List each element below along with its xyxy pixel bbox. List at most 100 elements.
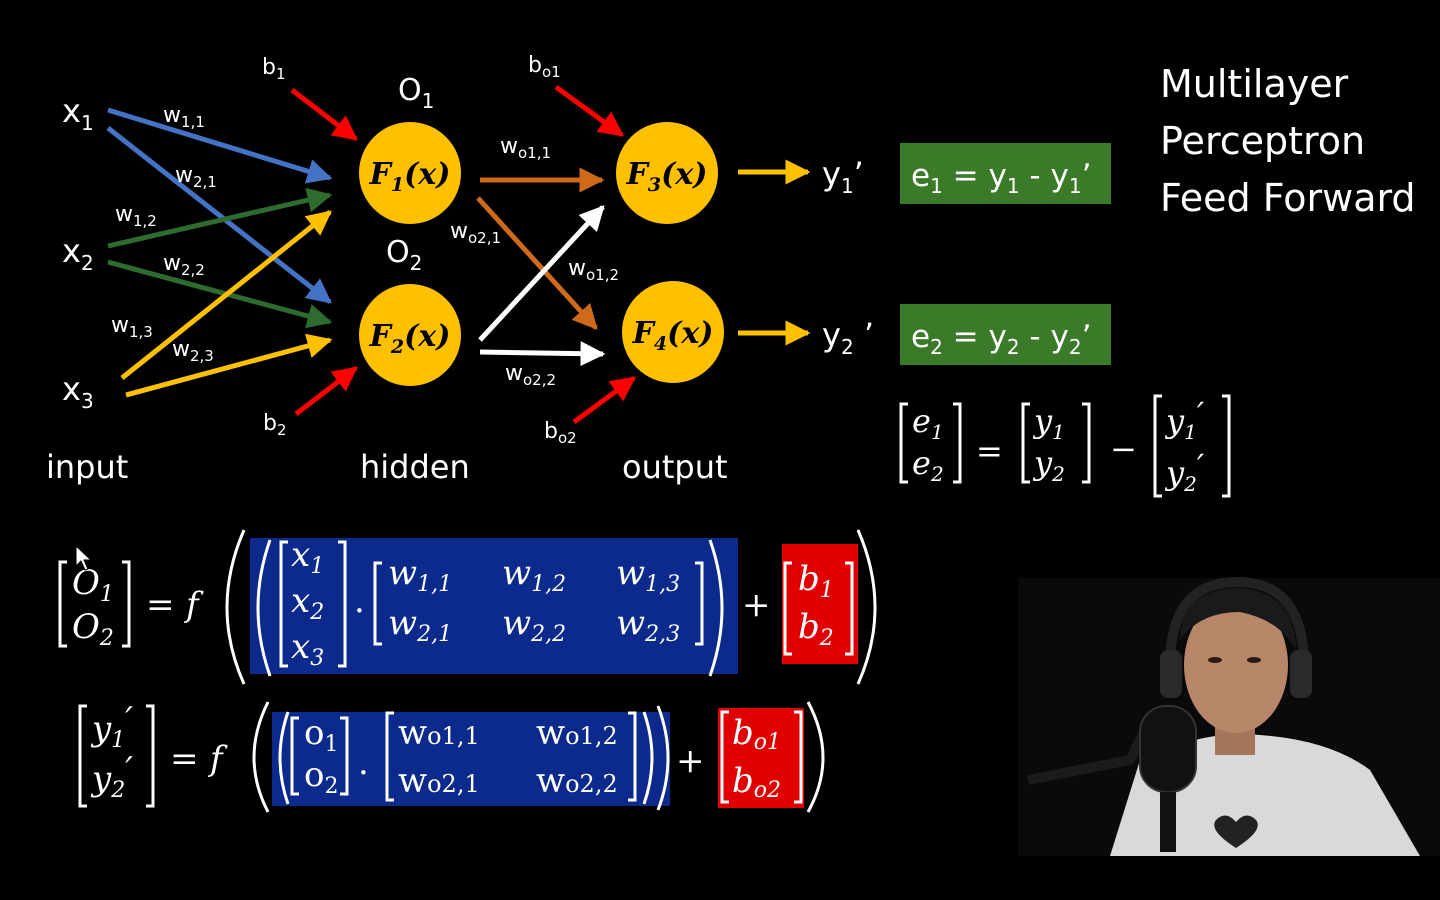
edge-bo1 [554,84,625,138]
weight-w22: w2,2 [163,251,205,279]
edge-w12 [107,187,333,249]
svg-text:y2: y2 [1032,444,1065,486]
edge-wo12 [478,205,605,342]
slide-title: Multilayer Perceptron Feed Forward [1160,62,1416,220]
input-x3: x3 [62,370,94,413]
error-box-2: e2 = y2 - y2’ [900,304,1111,365]
headphones [1164,576,1310,673]
svg-text:f: f [207,739,228,779]
network-neurons: F1(x) F2(x) F3(x) F4(x) [359,122,724,386]
svg-text:w2,1: w2,1 [388,603,452,647]
equation-hidden: O1 O2 = f x1 x2 x3 . w1,1 w1,2 w1,3 w2,1… [58,529,877,685]
svg-text:x2: x2 [291,581,324,625]
svg-text:w1,3: w1,3 [616,553,680,597]
output-y2-label: y2 ’ [822,316,874,359]
edge-wo21 [476,196,598,330]
svg-text:bo1: bo1 [732,713,781,755]
presenter-webcam [1018,576,1440,856]
bias-b1-label: b1 [262,55,286,83]
eq2-bias-box [718,708,804,808]
network-labels: x1 x2 x3 O1 O2 w1,1 w2,1 w1,2 w2,2 w1,3 … [46,53,874,486]
svg-text:wo2,1: wo2,1 [398,761,480,801]
svg-text:w1,1: w1,1 [388,553,452,597]
hidden-o2-label: O2 [386,235,422,275]
weight-w13: w1,3 [111,313,153,341]
svg-text:O2: O2 [72,607,114,651]
hidden-o1-label: O1 [398,73,434,113]
edge-bo2 [572,375,637,425]
svg-text:x1: x1 [291,535,324,579]
svg-text:o1: o1 [304,713,338,757]
svg-text:+: + [676,741,705,781]
svg-text:b1: b1 [798,559,834,603]
svg-text:F1(x): F1(x) [369,157,451,196]
bias-bo2-label: bo2 [544,419,577,447]
error-box-1: e1 = y1 - y1’ [900,143,1111,204]
weight-wo21: wo2,1 [450,219,501,247]
svg-text:y2′: y2′ [90,750,133,803]
edge-b1 [290,88,358,141]
output-y1-label: y1’ [822,155,864,198]
neuron-f4: F4(x) [622,281,724,383]
svg-text:F3(x): F3(x) [626,157,708,196]
input-x1: x1 [62,92,94,135]
svg-text:b2: b2 [798,607,834,651]
weight-wo12: wo1,2 [568,256,619,284]
bias-bo1-label: bo1 [528,53,561,81]
svg-text:−: − [1110,430,1137,468]
title-line-3: Feed Forward [1160,176,1416,220]
svg-text:y1′: y1′ [90,700,133,753]
title-line-1: Multilayer [1160,62,1349,106]
weight-w23: w2,3 [172,337,214,365]
title-line-2: Perceptron [1160,119,1365,163]
weight-wo22: wo2,2 [505,361,556,389]
svg-text:.: . [354,581,365,621]
edge-w23 [125,333,333,398]
svg-text:O1: O1 [72,563,114,607]
svg-text:y1: y1 [1032,402,1065,444]
svg-text:w1,2: w1,2 [502,553,566,597]
equation-output: y1′ y2′ = f o1 o2 . wo1,1 wo1,2 wo2,1 wo… [78,700,825,813]
neuron-f3: F3(x) [616,122,718,224]
presenter-face [1184,597,1288,733]
svg-text:y2′: y2′ [1164,447,1205,496]
svg-text:f: f [183,585,204,625]
edge-w11 [107,107,333,184]
weight-w11: w1,1 [163,103,205,131]
svg-text:=: = [146,585,175,625]
svg-text:e1: e1 [912,402,944,444]
svg-text:x3: x3 [291,627,324,671]
microphone-icon [1139,705,1197,793]
error-matrix-equation [899,394,1231,498]
neuron-f1: F1(x) [359,122,461,224]
input-x2: x2 [62,232,94,275]
svg-text:w2,2: w2,2 [502,603,566,647]
error-matrix-text: e1 e2 = y1 y2 − y1′ y2′ [912,395,1205,496]
edge-wo22 [479,341,606,367]
svg-text:wo1,2: wo1,2 [536,713,618,753]
edge-w13 [120,210,332,380]
svg-text:=: = [170,739,199,779]
edge-b2 [294,366,358,416]
layer-label-input: input [46,448,128,486]
svg-text:.: . [358,743,369,783]
layer-label-hidden: hidden [360,448,470,486]
mouse-cursor-icon [75,544,93,571]
svg-text:F2(x): F2(x) [369,319,451,358]
network-connections [106,84,811,425]
svg-text:e2: e2 [912,444,944,486]
edge-w21 [106,126,332,304]
svg-text:=: = [976,432,1003,470]
eq2-matrix-box [272,712,670,806]
neuron-f2: F2(x) [359,284,461,386]
svg-text:y1′: y1′ [1164,395,1205,444]
svg-text:bo2: bo2 [732,761,781,803]
svg-text:F4(x): F4(x) [632,316,714,355]
layer-label-output: output [622,448,728,486]
svg-text:wo2,2: wo2,2 [536,761,618,801]
svg-text:e2 = y2 - y2’: e2 = y2 - y2’ [911,319,1091,359]
edge-w22 [107,259,333,329]
eq1-matrix-box [250,538,738,674]
svg-text:w2,3: w2,3 [616,603,680,647]
